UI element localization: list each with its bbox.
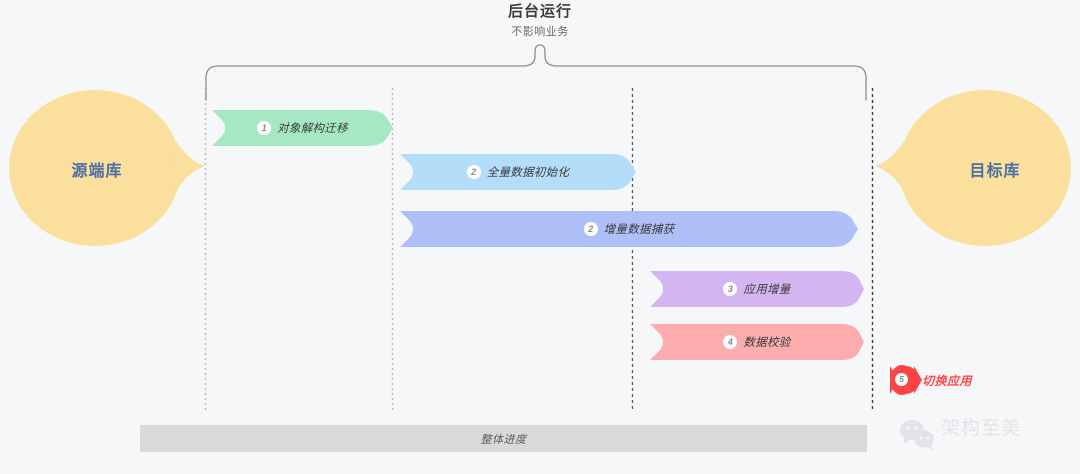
scope-bracket — [205, 44, 867, 101]
overall-progress-bar[interactable]: 整体进度 — [140, 425, 867, 452]
phase-badge-1: 1 — [257, 121, 272, 135]
phase-bar-shape-5 — [650, 324, 864, 360]
phase-label-3: 增量数据捕获 — [603, 224, 675, 236]
phase-label-2: 全量数据初始化 — [486, 167, 570, 179]
overall-progress-label: 整体进度 — [480, 433, 527, 446]
wechat-icon-spacer — [897, 410, 933, 442]
source-db-blob — [9, 90, 181, 246]
source-db-tip — [168, 130, 205, 206]
wechat-icon — [900, 420, 934, 450]
switch-app-step[interactable]: 5 切换应用 — [886, 364, 972, 396]
watermark: 架构至美 — [897, 410, 1021, 442]
switch-app-icon: 5 — [886, 364, 916, 396]
phase-badge-2: 2 — [466, 165, 481, 179]
watermark-text: 架构至美 — [941, 417, 1022, 439]
target-db-blob — [899, 90, 1071, 246]
phase-bar-shape-1 — [212, 110, 393, 146]
source-db-label: 源端库 — [71, 163, 123, 180]
target-db-tip — [875, 130, 912, 206]
phase-label-4: 应用增量 — [743, 284, 791, 296]
switch-app-badge: 5 — [895, 373, 908, 386]
phase-bar-5[interactable]: 4 数据校验 — [650, 324, 864, 360]
phase-label-1: 对象解构迁移 — [277, 123, 348, 135]
target-db-label: 目标库 — [969, 163, 1021, 180]
phase-bar-3[interactable]: 2 增量数据捕获 — [400, 211, 858, 247]
phase-bar-1[interactable]: 1 对象解构迁移 — [212, 110, 393, 146]
phase-badge-5: 4 — [723, 335, 738, 349]
switch-app-left-notch — [890, 366, 898, 394]
lane-dividers — [204, 88, 874, 410]
phase-bar-4[interactable]: 3 应用增量 — [650, 271, 864, 307]
switch-app-label: 切换应用 — [922, 373, 973, 388]
phase-bar-shape-2 — [400, 154, 636, 190]
phase-bar-2[interactable]: 2 全量数据初始化 — [400, 154, 636, 190]
phase-badge-3: 2 — [583, 222, 598, 236]
phase-bar-shape-3 — [400, 211, 858, 247]
phase-badge-4: 3 — [723, 282, 738, 296]
switch-app-right-tip — [914, 366, 922, 394]
phase-label-5: 数据校验 — [743, 337, 791, 349]
phase-bar-shapes — [212, 110, 864, 360]
phase-bar-shape-4 — [650, 271, 864, 307]
